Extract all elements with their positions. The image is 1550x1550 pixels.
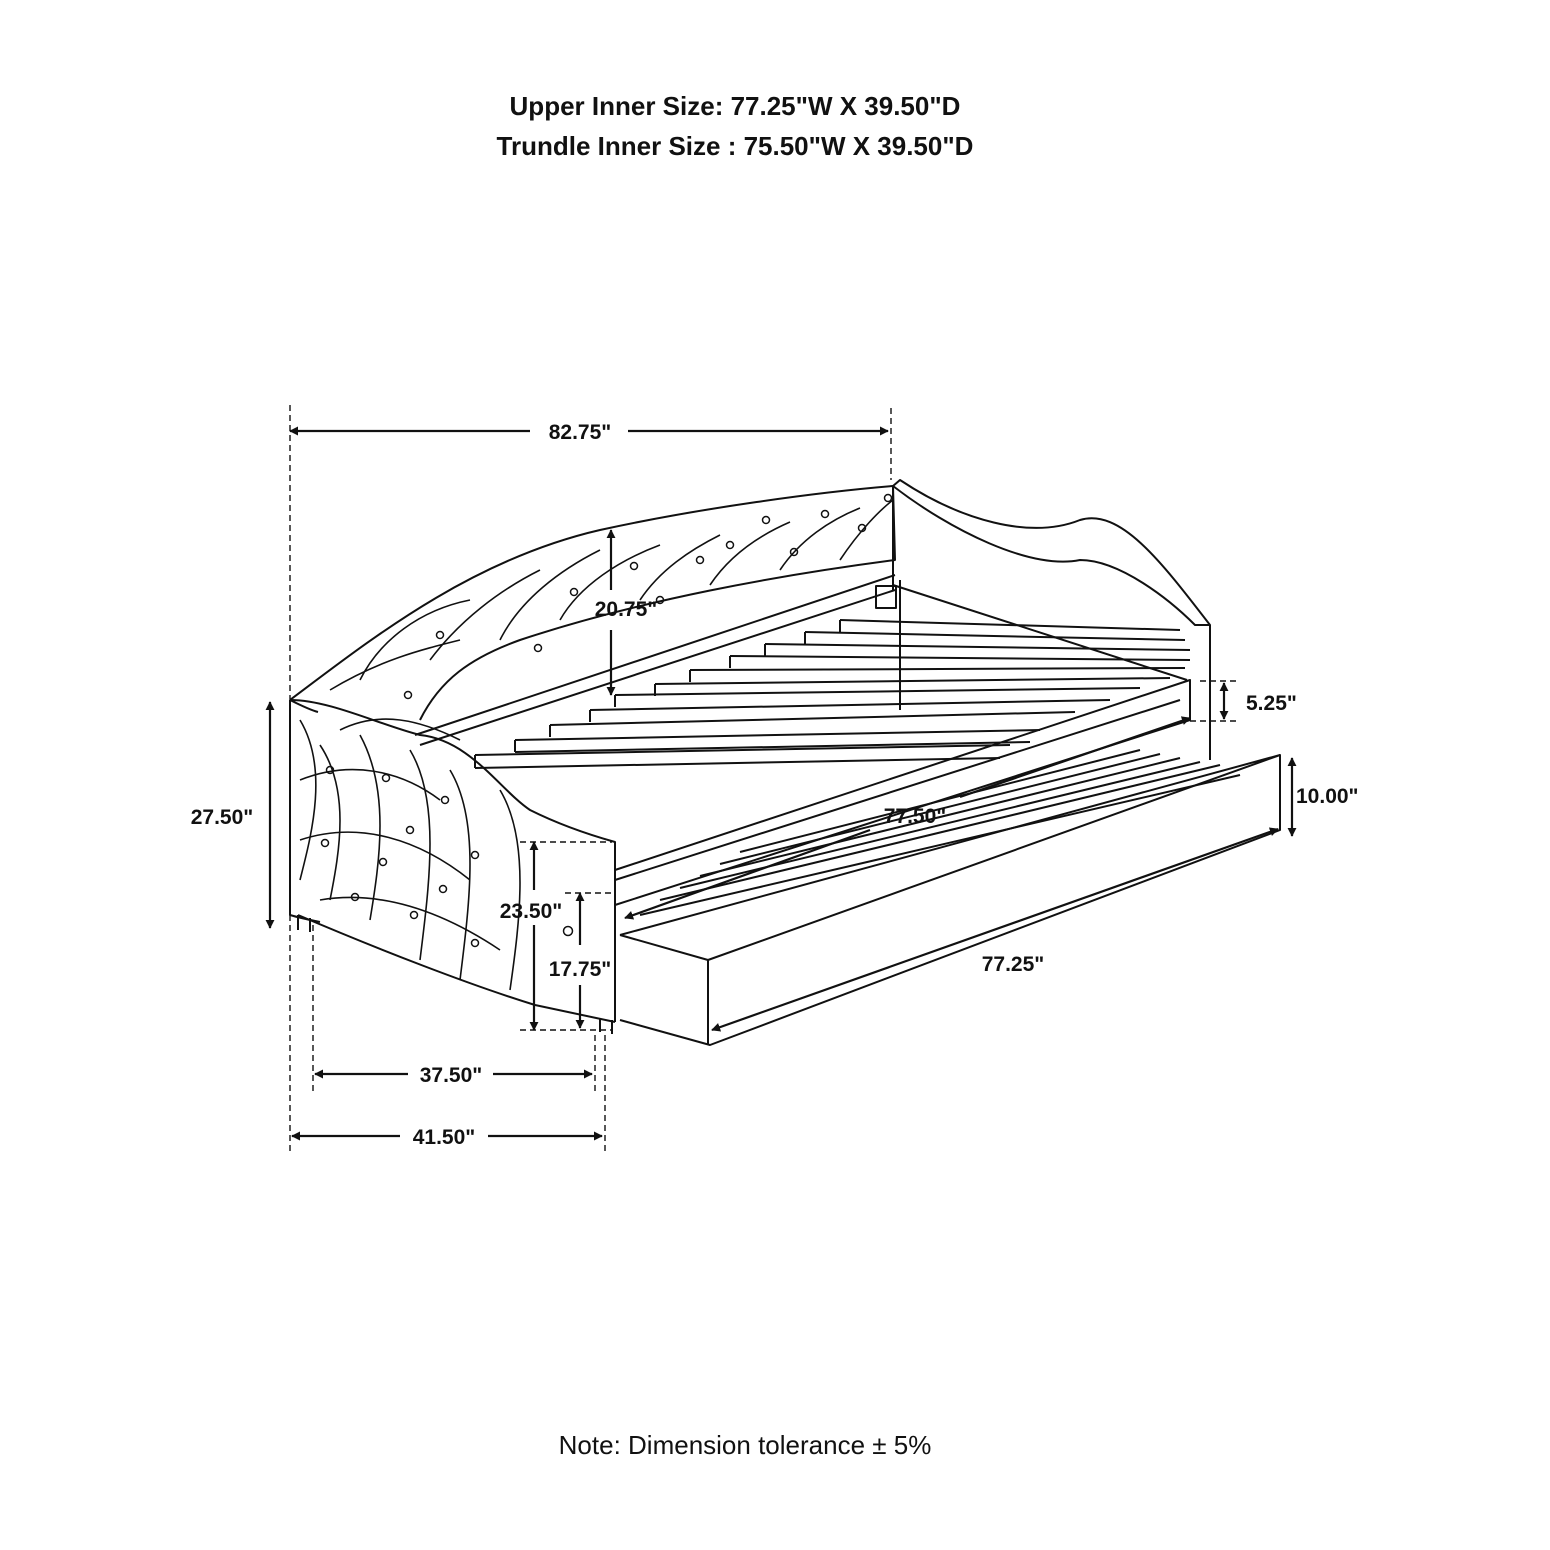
upper-inner-size: Upper Inner Size: 77.25"W X 39.50"D	[509, 91, 961, 121]
trundle-inner-size: Trundle Inner Size : 75.50"W X 39.50"D	[496, 131, 974, 161]
upper-front-rail	[614, 679, 1191, 906]
overall-height-label: 27.50"	[191, 806, 254, 829]
front-arm-bottom	[297, 914, 616, 1023]
seat-height-label: 17.75"	[549, 958, 612, 981]
legs	[297, 915, 613, 1034]
arm-height-label: 23.50"	[500, 900, 563, 923]
tuft-buttons	[320, 493, 893, 948]
right-end-panel	[892, 479, 1211, 760]
upper-length-line-right	[959, 716, 1191, 799]
hardware-bracket	[875, 585, 897, 609]
overall-depth-label: 41.50"	[413, 1126, 476, 1149]
back-height-label: 20.75"	[595, 598, 658, 621]
trundle-height-label: 10.00"	[1296, 785, 1359, 808]
back-rail	[414, 574, 896, 746]
daybed-line-art	[289, 479, 1281, 1046]
dimension-annotations: 82.75" 20.75" 27.50" 23.50" 17.75" 37.50…	[191, 405, 1359, 1155]
slats	[474, 619, 1191, 769]
overall-width-label: 82.75"	[549, 421, 612, 444]
upper-length-line-left	[624, 828, 871, 920]
tolerance-note: Note: Dimension tolerance ± 5%	[558, 1430, 932, 1460]
trundle-length-line	[711, 827, 1279, 1032]
extension-lines	[289, 405, 1240, 1155]
rail-height-label: 5.25"	[1246, 692, 1297, 715]
back-panel	[289, 485, 896, 721]
upper-length-label: 77.50"	[884, 805, 947, 828]
inner-depth-label: 37.50"	[420, 1064, 483, 1087]
trundle-length-label: 77.25"	[982, 953, 1045, 976]
inner-size-header: Upper Inner Size: 77.25"W X 39.50"D Trun…	[0, 86, 1470, 166]
tufting	[299, 499, 894, 991]
